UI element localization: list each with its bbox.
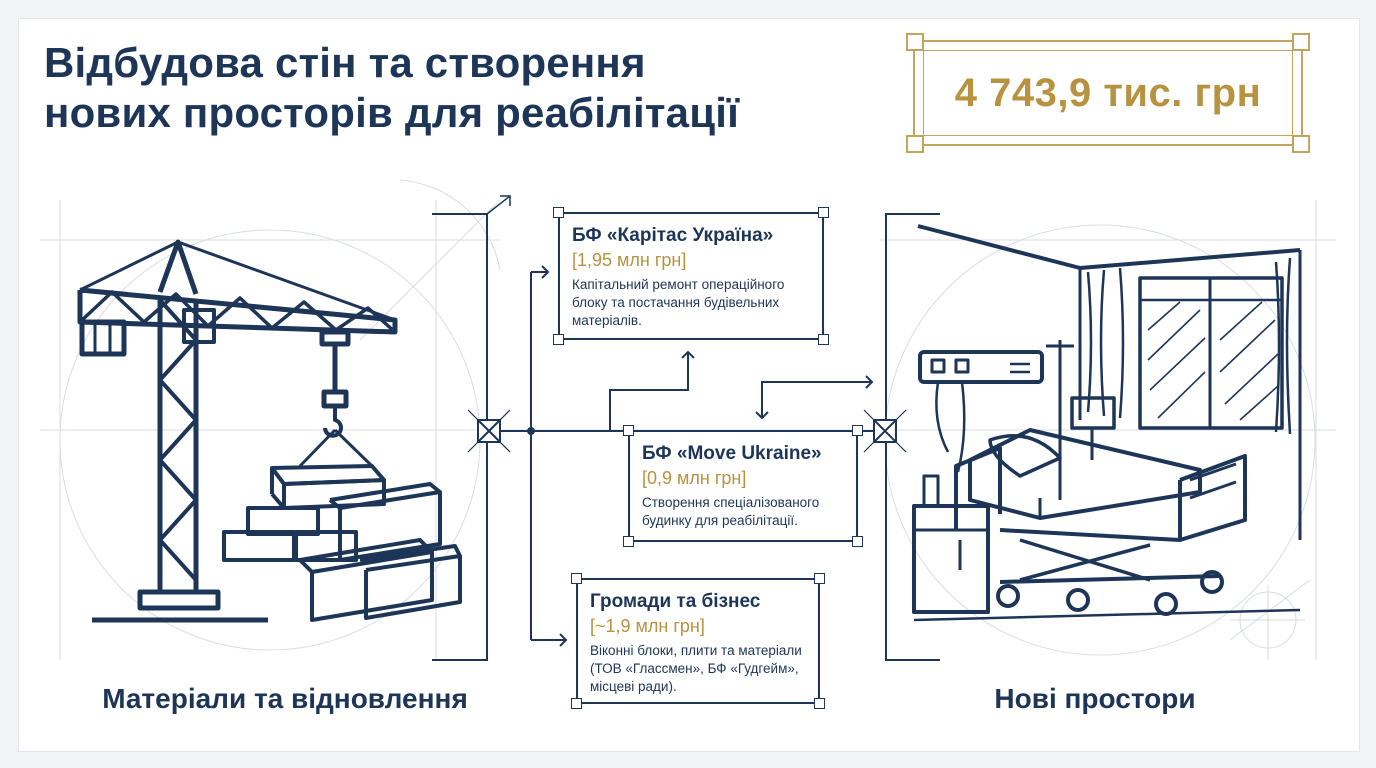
title-line-1: Відбудова стін та створення [44,39,646,86]
card-amount: [1,95 млн грн] [572,250,687,270]
card-title: Громади та бізнес [590,591,761,612]
connector-node-icon [467,409,511,453]
page-title: Відбудова стін та створення нових просто… [44,38,739,138]
card-title: БФ «Move Ukraine» [642,443,822,464]
connector-node-icon [863,409,907,453]
card-title: БФ «Карітас Україна» [572,225,774,246]
badge-corner [906,33,924,51]
hospital-bed-icon [912,224,1302,622]
construction-crane-icon [77,239,462,623]
funding-card-caritas: БФ «Карітас Україна» [1,95 млн грн] Капі… [553,207,829,345]
junction-dot [527,427,535,435]
card-corner-handle [814,698,825,709]
card-corner-handle [571,698,582,709]
badge-corner [1292,33,1310,51]
card-corner-handle [553,207,564,218]
funding-card-move-ukraine: БФ «Move Ukraine» [0,9 млн грн] Створенн… [623,425,863,547]
card-corner-handle [623,425,634,436]
card-corner-handle [571,573,582,584]
card-description: Створення спеціалізованого будинку для р… [642,495,820,528]
card-amount: [~1,9 млн грн] [590,616,705,636]
total-amount-inner-frame: 4 743,9 тис. грн [923,50,1293,136]
badge-corner [1292,135,1310,153]
badge-corner [906,135,924,153]
card-corner-handle [852,536,863,547]
total-amount: 4 743,9 тис. грн [954,70,1262,115]
card-corner-handle [818,207,829,218]
card-corner-handle [818,334,829,345]
card-corner-handle [852,425,863,436]
card-description: Капітальний ремонт операційного блоку та… [572,277,785,328]
right-caption: Нові простори [994,683,1196,714]
card-corner-handle [623,536,634,547]
card-description: Віконні блоки, плити та матеріали (ТОВ «… [590,643,802,694]
total-amount-badge: 4 743,9 тис. грн [906,33,1310,153]
left-caption: Матеріали та відновлення [102,683,468,714]
card-corner-handle [814,573,825,584]
funding-card-communities-business: Громади та бізнес [~1,9 млн грн] Віконні… [571,573,825,709]
flow-connectors [500,265,874,647]
card-corner-handle [553,334,564,345]
title-line-2: нових просторів для реабілітації [44,89,740,136]
card-amount: [0,9 млн грн] [642,468,747,488]
